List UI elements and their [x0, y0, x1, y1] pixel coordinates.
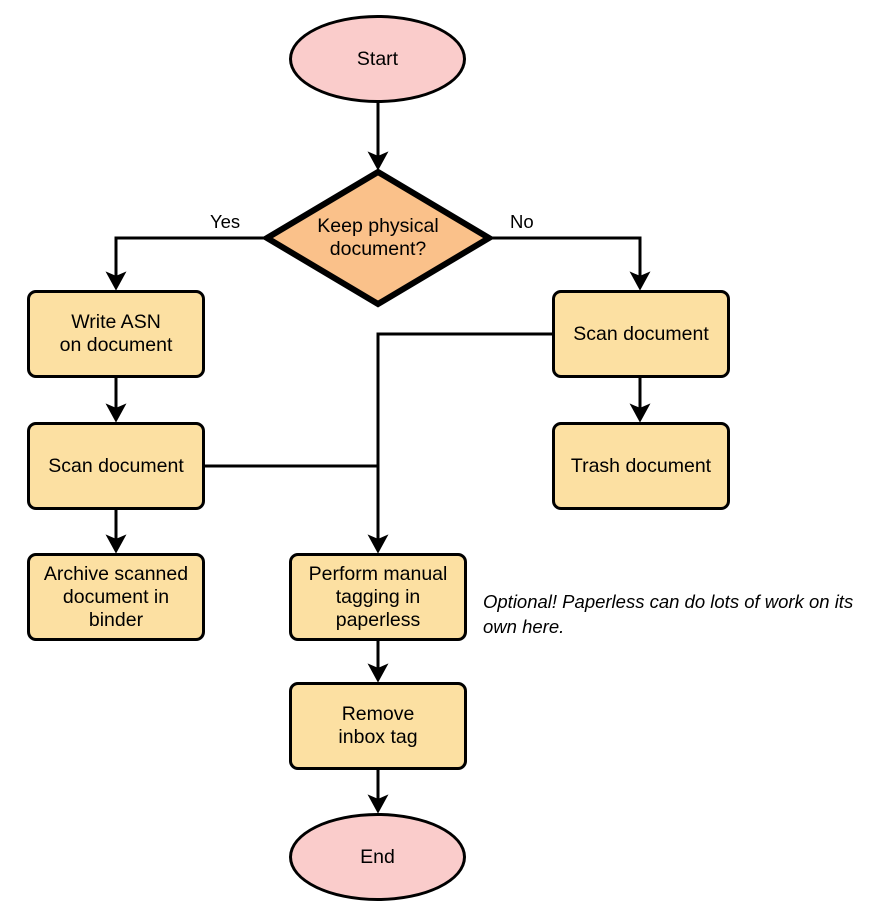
node-trash-document[interactable]: Trash document — [552, 422, 730, 510]
node-remove-inbox-tag-label: Remove inbox tag — [338, 703, 418, 748]
node-perform-manual-tagging[interactable]: Perform manual tagging in paperless — [289, 553, 467, 641]
edge-yes-to-write-asn — [105, 236, 265, 291]
node-archive-scanned-document[interactable]: Archive scanned document in binder — [27, 553, 205, 641]
edge-label-no: No — [510, 211, 534, 232]
annotation-paperless-note: Optional! Paperless can do lots of work … — [483, 591, 854, 637]
edge-no-to-scan-right — [490, 236, 651, 291]
node-write-asn-on-document-label: Write ASN on document — [59, 311, 173, 356]
edge-label-yes: Yes — [210, 211, 241, 232]
node-archive-scanned-document-label: Archive scanned document in binder — [43, 562, 189, 631]
edge-scan-right-to-tagging — [367, 332, 552, 554]
node-remove-inbox-tag[interactable]: Remove inbox tag — [289, 682, 467, 770]
node-start-label: Start — [356, 47, 399, 70]
node-scan-document-right[interactable]: Scan document — [552, 290, 730, 378]
node-scan-document-left[interactable]: Scan document — [27, 422, 205, 510]
node-keep-physical-document-label: Keep physical document? — [317, 215, 439, 260]
node-end[interactable]: End — [289, 813, 466, 901]
node-scan-document-left-label: Scan document — [48, 454, 184, 477]
node-perform-manual-tagging-label: Perform manual tagging in paperless — [308, 562, 448, 631]
node-trash-document-label: Trash document — [570, 454, 712, 477]
node-start[interactable]: Start — [289, 15, 466, 103]
diamond-shape — [263, 168, 493, 308]
node-end-label: End — [360, 845, 395, 868]
node-scan-document-right-label: Scan document — [573, 322, 709, 345]
node-write-asn-on-document[interactable]: Write ASN on document — [27, 290, 205, 378]
node-keep-physical-document[interactable]: Keep physical document? — [263, 168, 493, 308]
